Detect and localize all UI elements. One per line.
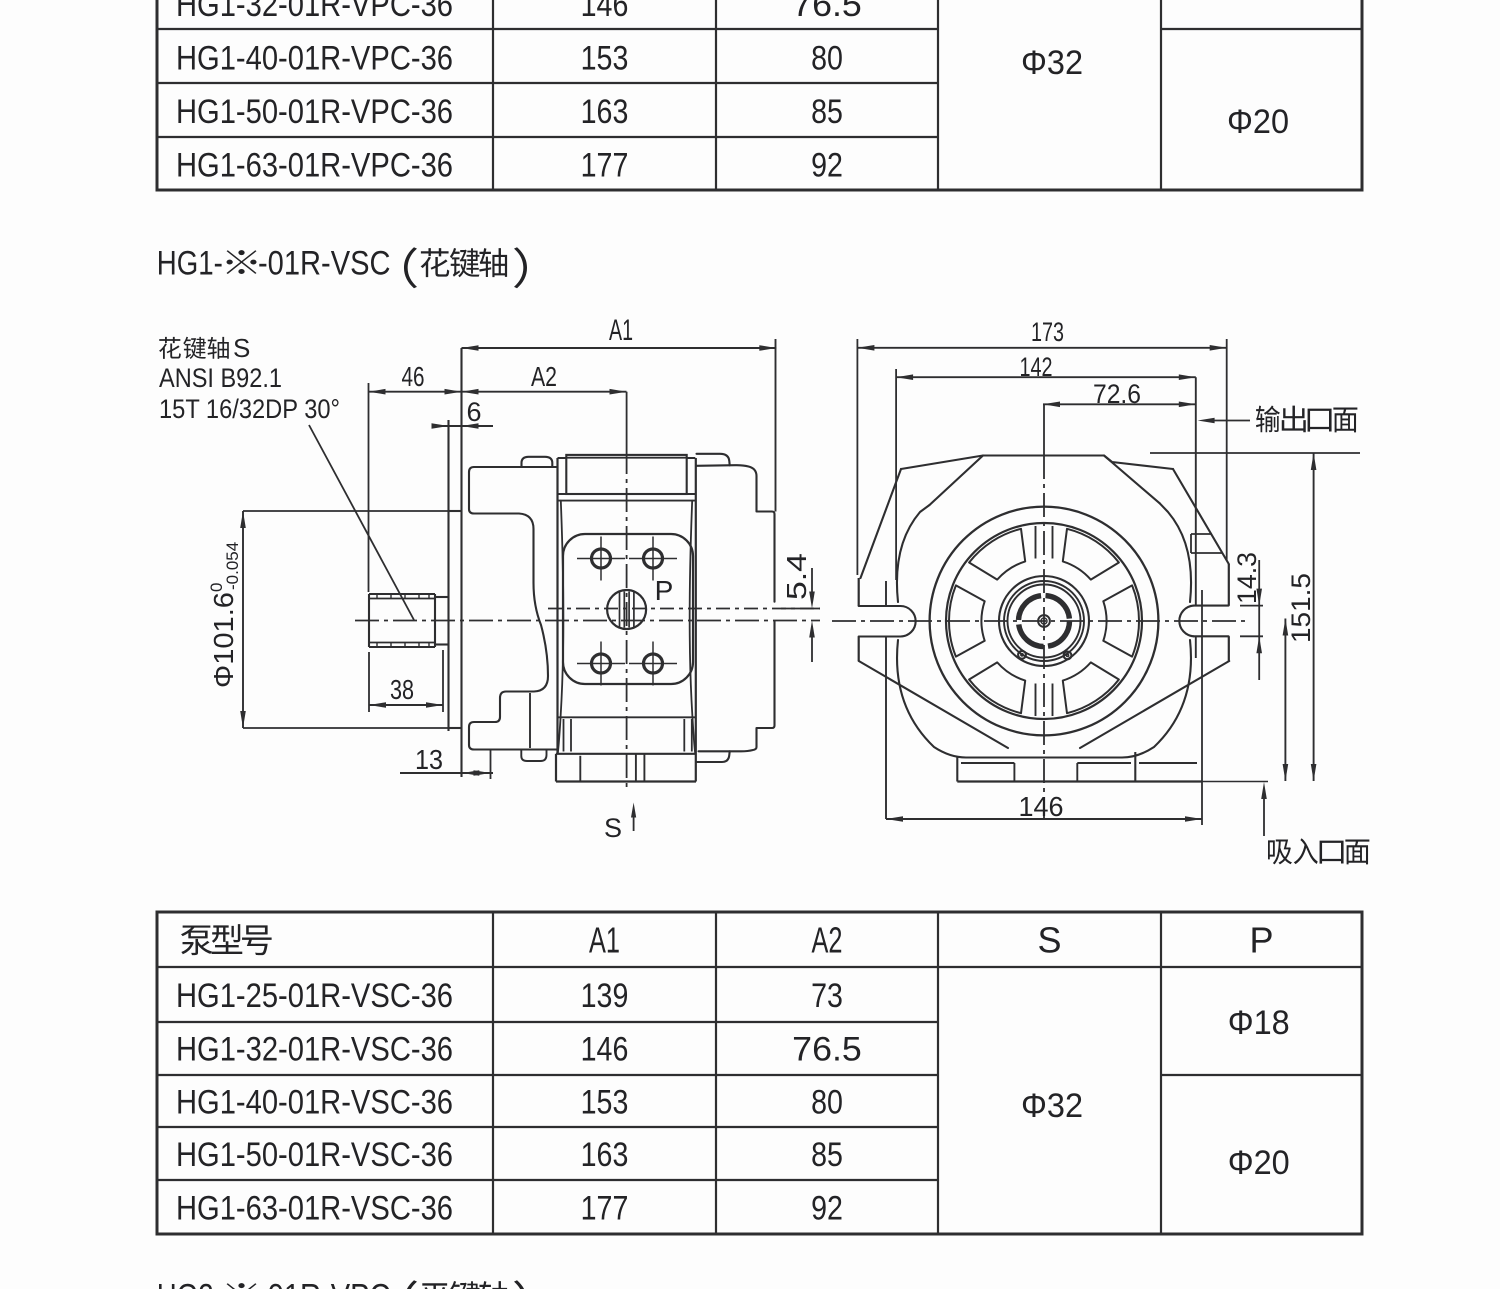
- svg-text:HG1-63-01R-VPC-36: HG1-63-01R-VPC-36: [176, 147, 453, 185]
- svg-text:HG1-50-01R-VSC-36: HG1-50-01R-VSC-36: [176, 1136, 453, 1174]
- svg-text:151.5: 151.5: [1286, 573, 1316, 643]
- svg-text:46: 46: [402, 361, 425, 392]
- svg-text:80: 80: [811, 40, 843, 78]
- svg-text:163: 163: [581, 93, 629, 131]
- svg-text:13: 13: [415, 744, 443, 775]
- svg-text:-01R-VPC: -01R-VPC: [258, 1278, 391, 1289]
- svg-text:14.3: 14.3: [1232, 552, 1262, 604]
- svg-text:S: S: [604, 813, 622, 843]
- svg-text:HG1-40-01R-VPC-36: HG1-40-01R-VPC-36: [176, 40, 453, 78]
- svg-text:-0.054: -0.054: [223, 542, 242, 590]
- svg-text:Φ32: Φ32: [1021, 44, 1083, 82]
- svg-text:HG1-: HG1-: [157, 245, 223, 283]
- svg-text:6: 6: [466, 397, 481, 427]
- svg-text:S: S: [1037, 920, 1061, 961]
- svg-text:HG1-40-01R-VSC-36: HG1-40-01R-VSC-36: [176, 1084, 453, 1122]
- svg-text:146: 146: [1019, 791, 1064, 822]
- svg-text:HG2-: HG2-: [157, 1278, 223, 1289]
- svg-text:P: P: [1249, 920, 1273, 961]
- svg-text:173: 173: [1031, 317, 1064, 347]
- svg-text:Φ20: Φ20: [1228, 1144, 1290, 1182]
- svg-text:177: 177: [581, 1190, 629, 1228]
- svg-text:139: 139: [581, 977, 629, 1015]
- svg-text:92: 92: [811, 1190, 843, 1228]
- svg-text:HG1-32-01R-VSC-36: HG1-32-01R-VSC-36: [176, 1031, 453, 1069]
- svg-text:38: 38: [390, 674, 414, 705]
- svg-text:-01R-VSC: -01R-VSC: [258, 245, 391, 283]
- svg-text:153: 153: [581, 40, 629, 78]
- svg-text:HG1-25-01R-VSC-36: HG1-25-01R-VSC-36: [176, 977, 453, 1015]
- svg-text:146: 146: [581, 0, 629, 24]
- svg-text:Φ101.6: Φ101.6: [208, 592, 239, 688]
- svg-text:85: 85: [811, 1136, 843, 1174]
- svg-text:HG1-50-01R-VPC-36: HG1-50-01R-VPC-36: [176, 93, 453, 131]
- svg-text:P: P: [655, 575, 674, 606]
- svg-text:S: S: [233, 333, 250, 363]
- svg-text:146: 146: [581, 1031, 629, 1069]
- svg-text:80: 80: [811, 1084, 843, 1122]
- svg-text:HG1-32-01R-VPC-36: HG1-32-01R-VPC-36: [176, 0, 453, 24]
- svg-text:A2: A2: [531, 361, 557, 392]
- svg-text:76.5: 76.5: [792, 1031, 862, 1069]
- svg-text:A2: A2: [812, 920, 843, 961]
- svg-text:163: 163: [581, 1136, 629, 1174]
- svg-text:Φ18: Φ18: [1228, 1004, 1290, 1042]
- svg-text:76.5: 76.5: [792, 0, 862, 24]
- svg-text:5.4: 5.4: [781, 553, 812, 600]
- svg-text:73: 73: [811, 977, 843, 1015]
- svg-text:A1: A1: [589, 920, 620, 961]
- svg-text:ANSI B92.1: ANSI B92.1: [159, 363, 282, 393]
- svg-text:HG1-63-01R-VSC-36: HG1-63-01R-VSC-36: [176, 1190, 453, 1228]
- svg-text:Φ20: Φ20: [1227, 103, 1289, 141]
- svg-text:85: 85: [811, 93, 843, 131]
- svg-text:Φ32: Φ32: [1021, 1087, 1083, 1125]
- svg-text:177: 177: [581, 147, 629, 185]
- svg-text:15T 16/32DP 30°: 15T 16/32DP 30°: [159, 394, 340, 424]
- svg-text:A1: A1: [609, 314, 633, 347]
- svg-text:153: 153: [581, 1084, 629, 1122]
- svg-text:0: 0: [207, 583, 226, 592]
- svg-text:92: 92: [811, 147, 843, 185]
